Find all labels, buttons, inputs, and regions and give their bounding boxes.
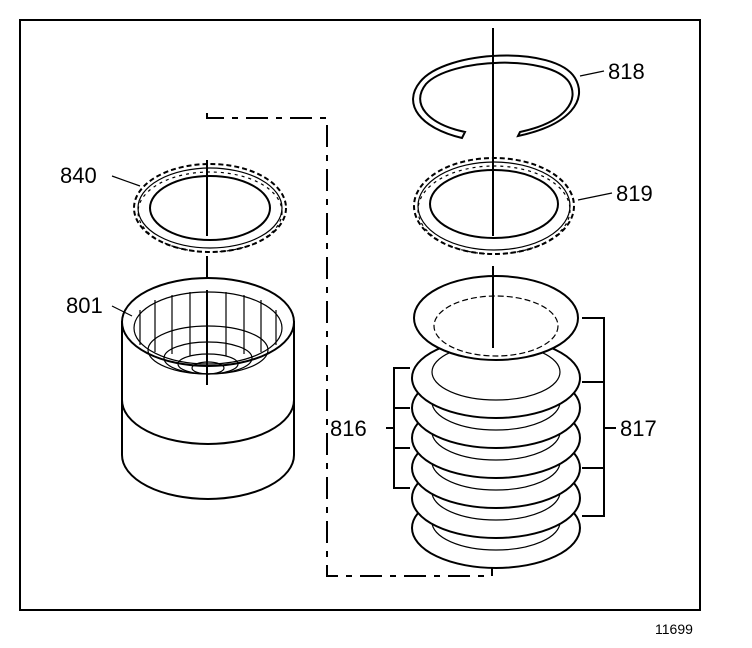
callout-840: 840 bbox=[60, 163, 97, 188]
leader-801 bbox=[111, 305, 133, 317]
clutch-pack bbox=[411, 275, 581, 569]
leader-819 bbox=[577, 192, 613, 201]
callout-816: 816 bbox=[330, 416, 367, 441]
diagram-frame bbox=[19, 19, 701, 611]
callout-817: 817 bbox=[620, 416, 657, 441]
callout-819: 819 bbox=[616, 181, 653, 206]
bracket-817 bbox=[582, 317, 616, 517]
callout-818: 818 bbox=[608, 59, 645, 84]
bracket-816 bbox=[386, 367, 410, 489]
plate-840 bbox=[133, 163, 287, 253]
figure-number: 11699 bbox=[655, 621, 693, 637]
leader-818 bbox=[579, 70, 605, 77]
callout-801: 801 bbox=[66, 293, 103, 318]
snap-ring-818 bbox=[412, 54, 580, 140]
leader-840 bbox=[111, 175, 141, 187]
housing-801 bbox=[121, 277, 295, 500]
assembly-path bbox=[206, 113, 493, 577]
